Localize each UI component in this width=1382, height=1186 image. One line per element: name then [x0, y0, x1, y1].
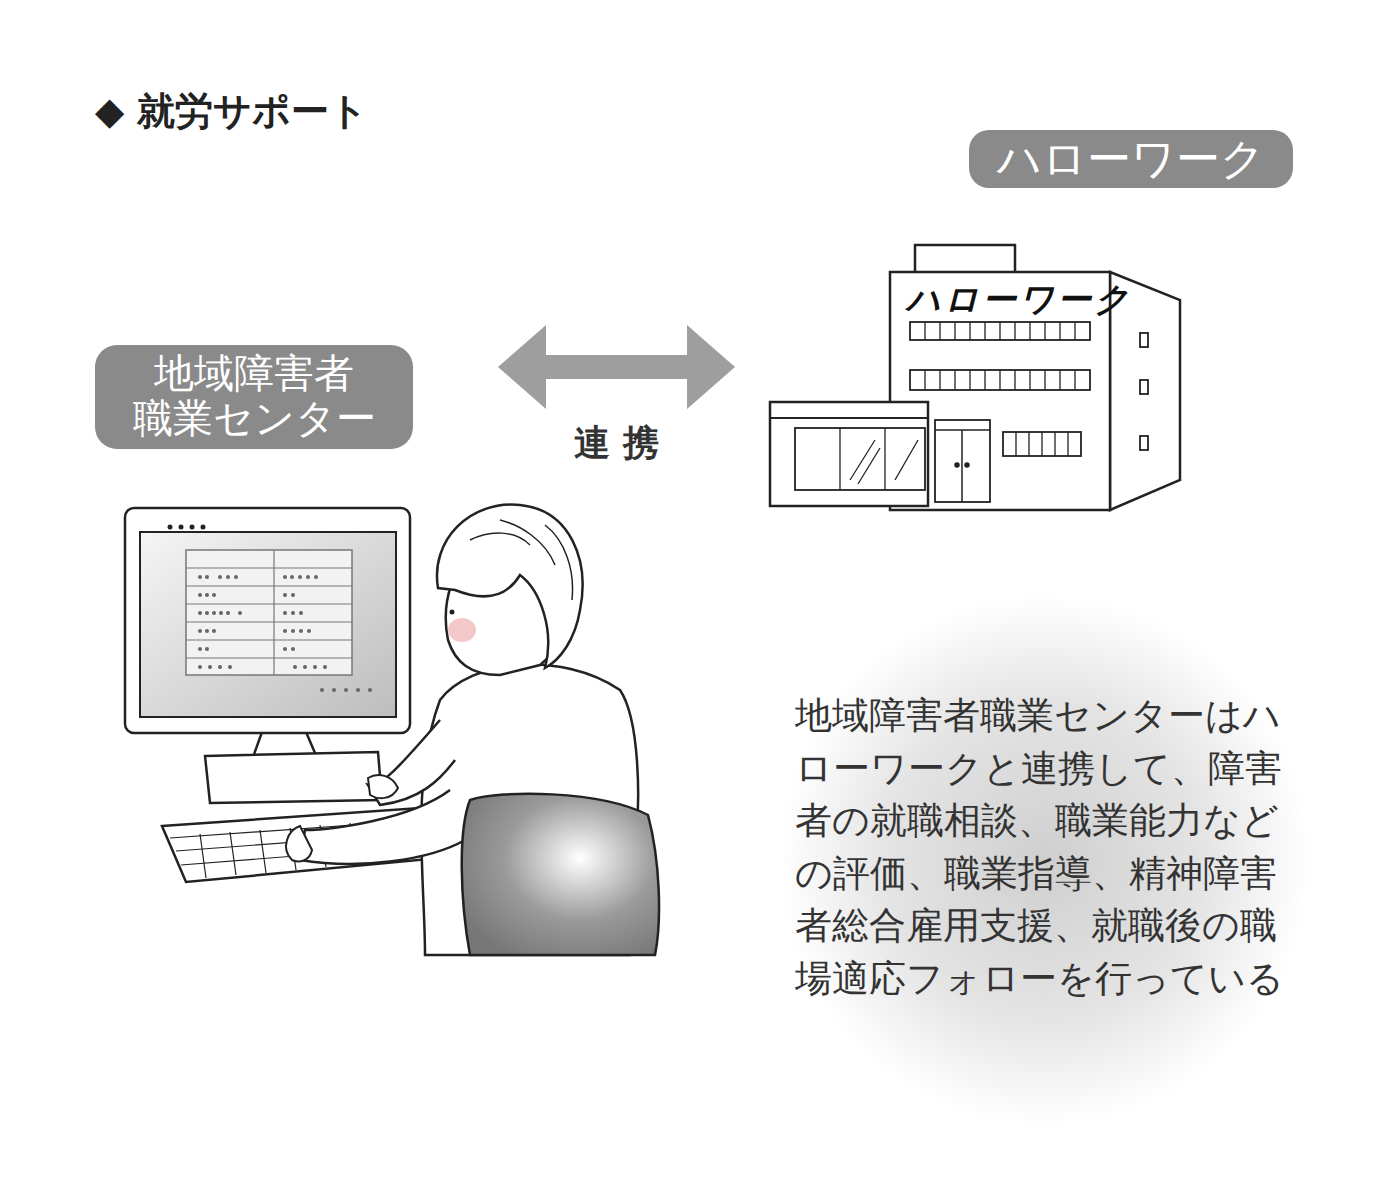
description: 地域障害者職業センターはハローワークと連携して、障害者の就職相談、職業能力などの… [795, 690, 1300, 1005]
sign-text: ハローワーク [906, 281, 1132, 318]
double-arrow [498, 325, 735, 409]
box-label: ハローワーク [969, 130, 1293, 188]
building [770, 245, 1180, 510]
title: ◆ 就労サポート [95, 86, 368, 137]
box-label: 地域障害者 職業センター [117, 351, 391, 441]
glow-circle [780, 595, 1310, 1125]
office-box: ハローワーク [760, 130, 1290, 510]
center-box: 地域障害者 職業センター [95, 345, 413, 449]
edge-label: 連 携 [574, 419, 659, 468]
person [286, 505, 662, 990]
